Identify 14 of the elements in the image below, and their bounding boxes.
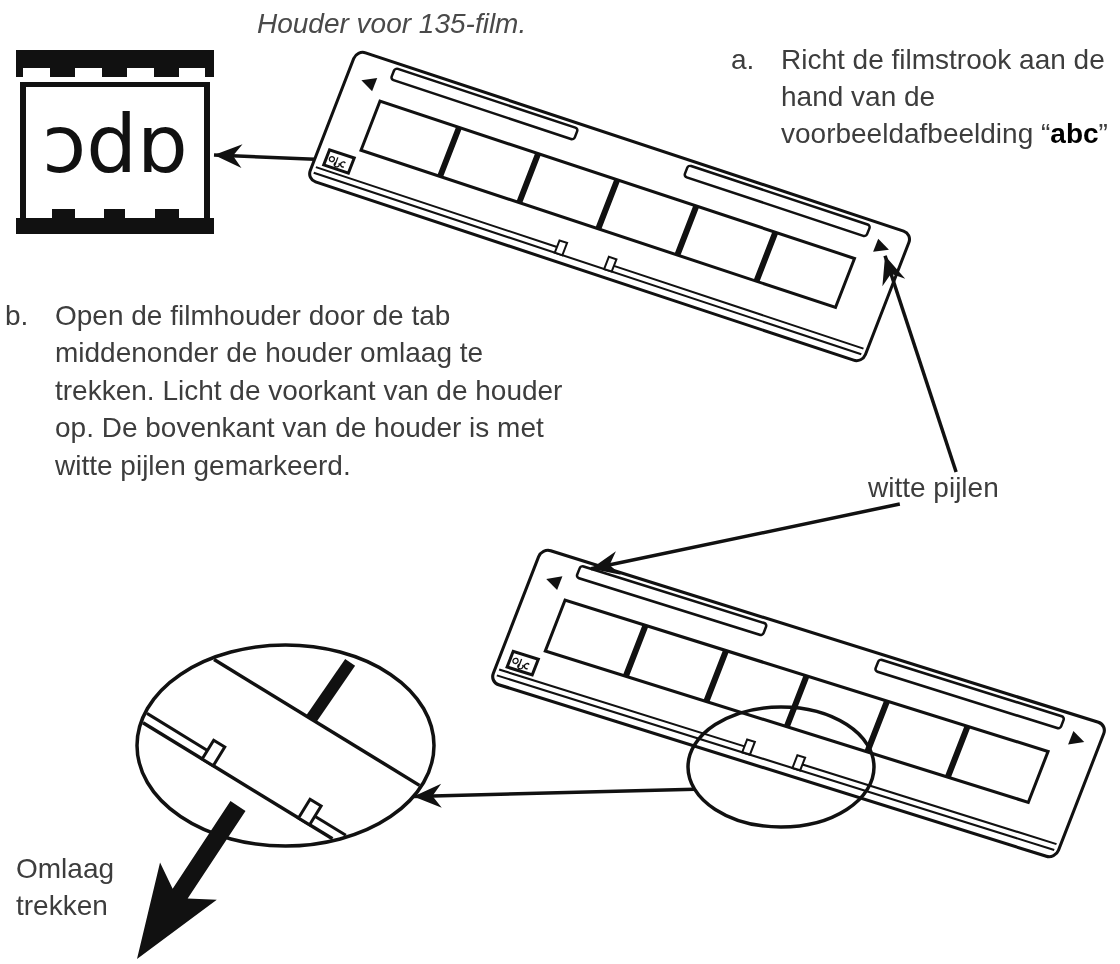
step-letter: a. [731,43,755,77]
arrow [413,783,695,808]
leader-arrow [882,255,958,473]
diagram-title: Houder voor 135-film. [257,8,527,40]
arrow [213,144,315,169]
triangle-marker-icon [873,238,889,252]
instruction-text: Open de filmhouder door de tab middenonder de houder omlaag te trekken. Licht de voorkant van de houder op. De bovenkant van de houder is met witte pijlen gemarkeerd. [55,298,564,483]
callout-label: witte pijlen [868,472,999,504]
magnified-detail-drawing [135,643,436,848]
leader-arrow [590,502,901,575]
instruction-text: Richt de filmstrook aan de hand van de voorbeeldafbeelding “abc” [781,43,1109,151]
action-label: Omlaag trekken [16,851,116,923]
step-letter: b. [5,298,29,333]
frame-letters: ɔdɒ [42,102,188,188]
